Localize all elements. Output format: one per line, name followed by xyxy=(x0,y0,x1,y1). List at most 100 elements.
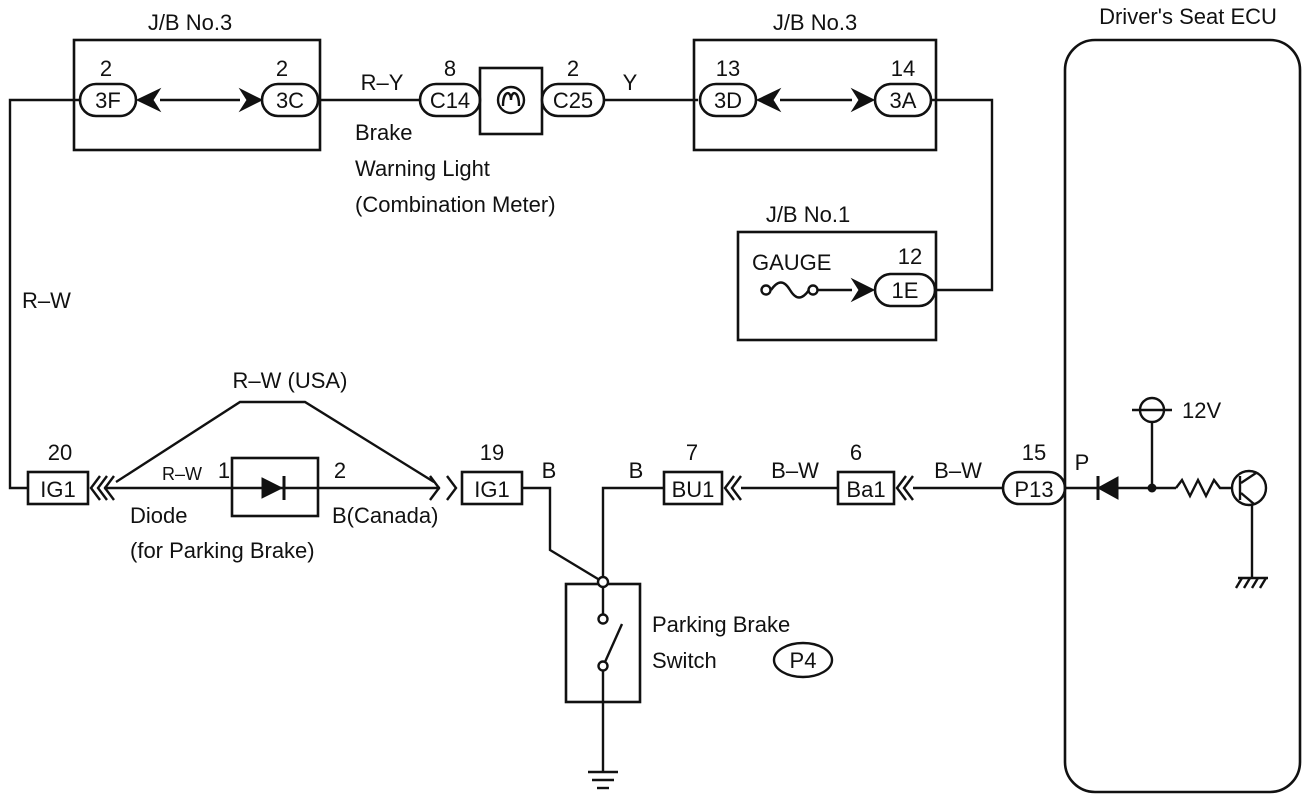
ecu-diode-icon xyxy=(1096,476,1119,500)
connector-C25-pin: 2 xyxy=(567,56,579,81)
wire-b-w-2-label: B–W xyxy=(934,458,982,483)
diode-canada-label: B(Canada) xyxy=(332,503,438,528)
connector-IG1-20-chevron xyxy=(89,475,108,501)
connector-3A-pin: 14 xyxy=(891,56,915,81)
parking-switch-label-1: Parking Brake xyxy=(652,612,790,637)
fuse-gauge-label: GAUGE xyxy=(752,250,831,275)
connector-IG1-20-pin: 20 xyxy=(48,440,72,465)
jb3-right-arrow-left xyxy=(755,87,782,113)
wire-r-w-usa-label: R–W (USA) xyxy=(233,368,348,393)
connector-3F-pin: 2 xyxy=(100,56,112,81)
warning-light-label-2: Warning Light xyxy=(355,156,490,181)
wire-b-switch-top-label: B xyxy=(629,458,644,483)
connector-3D-label: 3D xyxy=(714,88,742,113)
wire-b-to-switch-label: B xyxy=(542,458,557,483)
connector-C14-pin: 8 xyxy=(444,56,456,81)
drivers-seat-ecu: Driver's Seat ECU P 12V xyxy=(1063,4,1302,794)
connector-3A-label: 3A xyxy=(890,88,917,113)
connector-BU1-box xyxy=(662,470,724,506)
diode-left-chevron xyxy=(103,475,115,501)
connector-IG1-19-pin: 19 xyxy=(480,440,504,465)
connector-3D xyxy=(698,82,758,118)
connector-3F-label: 3F xyxy=(95,88,121,113)
junction-block-3-left: J/B No.3 3F 2 3C 2 xyxy=(72,10,322,152)
diode-label-1: Diode xyxy=(130,503,187,528)
diode-wire-left-label: R–W xyxy=(162,464,202,484)
switch-contact-top xyxy=(597,613,609,625)
jb3-right-frame xyxy=(692,38,938,152)
fuse-gauge-icon xyxy=(770,281,810,299)
wire-b-to-switch xyxy=(522,486,604,584)
connector-BU1-label: BU1 xyxy=(672,477,715,502)
wire-r-w-left xyxy=(8,98,80,490)
warning-lamp-bulb xyxy=(496,85,526,115)
switch-contact-bottom xyxy=(597,660,609,672)
ecu-transistor-emitter xyxy=(1240,492,1255,505)
wire-r-w-usa xyxy=(115,400,435,484)
connector-3C-label: 3C xyxy=(276,88,304,113)
ecu-chassis-ground-icon xyxy=(1234,577,1268,589)
diode-triangle-icon xyxy=(261,477,284,499)
connector-3D-pin: 13 xyxy=(716,56,740,81)
connector-1E xyxy=(873,272,937,308)
fuse-terminal-right xyxy=(807,284,819,296)
jb3-left-arrow-left xyxy=(135,87,162,113)
wire-3A-to-1E xyxy=(931,98,994,292)
jb3-left-arrow-right xyxy=(238,87,264,113)
connector-C25-label: C25 xyxy=(553,88,593,113)
ecu-transistor-collector xyxy=(1240,472,1257,484)
fuse-terminal-left xyxy=(760,284,772,296)
switch-node xyxy=(596,575,610,589)
jb1-frame xyxy=(736,230,938,342)
connector-1E-label: 1E xyxy=(892,278,919,303)
jb3-left-frame xyxy=(72,38,322,152)
diode-pin-1: 1 xyxy=(218,458,230,483)
jb1-title: J/B No.1 xyxy=(766,202,850,227)
diode-pin-2: 2 xyxy=(334,458,346,483)
connector-C14-label: C14 xyxy=(430,88,470,113)
connector-Ba1-box xyxy=(836,470,896,506)
connector-IG1-20-box xyxy=(26,470,90,506)
connector-IG1-19-chevron xyxy=(446,475,458,501)
parking-brake-switch: Parking Brake Switch P4 xyxy=(564,575,834,790)
connector-1E-pin: 12 xyxy=(898,244,922,269)
wire-y-label: Y xyxy=(623,70,638,95)
switch-lever xyxy=(603,623,624,663)
diode-assembly: R–W 1 2 Diode (for Parking Brake) B(Cana… xyxy=(103,368,441,563)
warning-lamp-filament xyxy=(501,92,521,107)
jb3-right-title: J/B No.3 xyxy=(773,10,857,35)
junction-block-3-right: J/B No.3 3D 13 3A 14 xyxy=(692,10,938,152)
connector-IG1-20-label: IG1 xyxy=(40,477,75,502)
warning-lamp-housing xyxy=(478,66,544,136)
ecu-voltage-label: 12V xyxy=(1182,398,1221,423)
connector-BU1: 7 BU1 xyxy=(662,440,742,506)
connector-IG1-19-label: IG1 xyxy=(474,477,509,502)
connector-BU1-pin: 7 xyxy=(686,440,698,465)
ecu-frame xyxy=(1063,38,1302,794)
connector-Ba1: 6 Ba1 xyxy=(836,440,914,506)
connector-3C-pin: 2 xyxy=(276,56,288,81)
ecu-wire-color-label: P xyxy=(1075,450,1090,475)
wire-r-w-left-label: R–W xyxy=(22,288,71,313)
jb3-right-arrow-right xyxy=(850,87,876,113)
connector-P13-pin: 15 xyxy=(1022,440,1046,465)
connector-Ba1-chevron xyxy=(895,475,914,501)
jb1-arrow xyxy=(850,277,876,303)
junction-block-1: J/B No.1 GAUGE 1E 12 xyxy=(736,202,938,342)
wire-b-w-1-label: B–W xyxy=(771,458,819,483)
parking-switch-label-2: Switch xyxy=(652,648,717,673)
connector-IG1-19: 19 IG1 xyxy=(446,440,524,506)
warning-light-label-1: Brake xyxy=(355,120,412,145)
connector-Ba1-pin: 6 xyxy=(850,440,862,465)
connector-P13-label: P13 xyxy=(1014,477,1053,502)
connector-Ba1-label: Ba1 xyxy=(846,477,885,502)
ecu-resistor-icon xyxy=(1175,477,1232,499)
parking-switch-code: P4 xyxy=(790,648,817,673)
diode-label-2: (for Parking Brake) xyxy=(130,538,315,563)
connector-P13: 15 P13 xyxy=(1001,440,1067,506)
connector-IG1-20: 20 IG1 xyxy=(26,440,108,506)
warning-light-label-3: (Combination Meter) xyxy=(355,192,556,217)
wire-b-switch-top xyxy=(601,486,664,582)
diode-right-chevron xyxy=(429,475,441,501)
